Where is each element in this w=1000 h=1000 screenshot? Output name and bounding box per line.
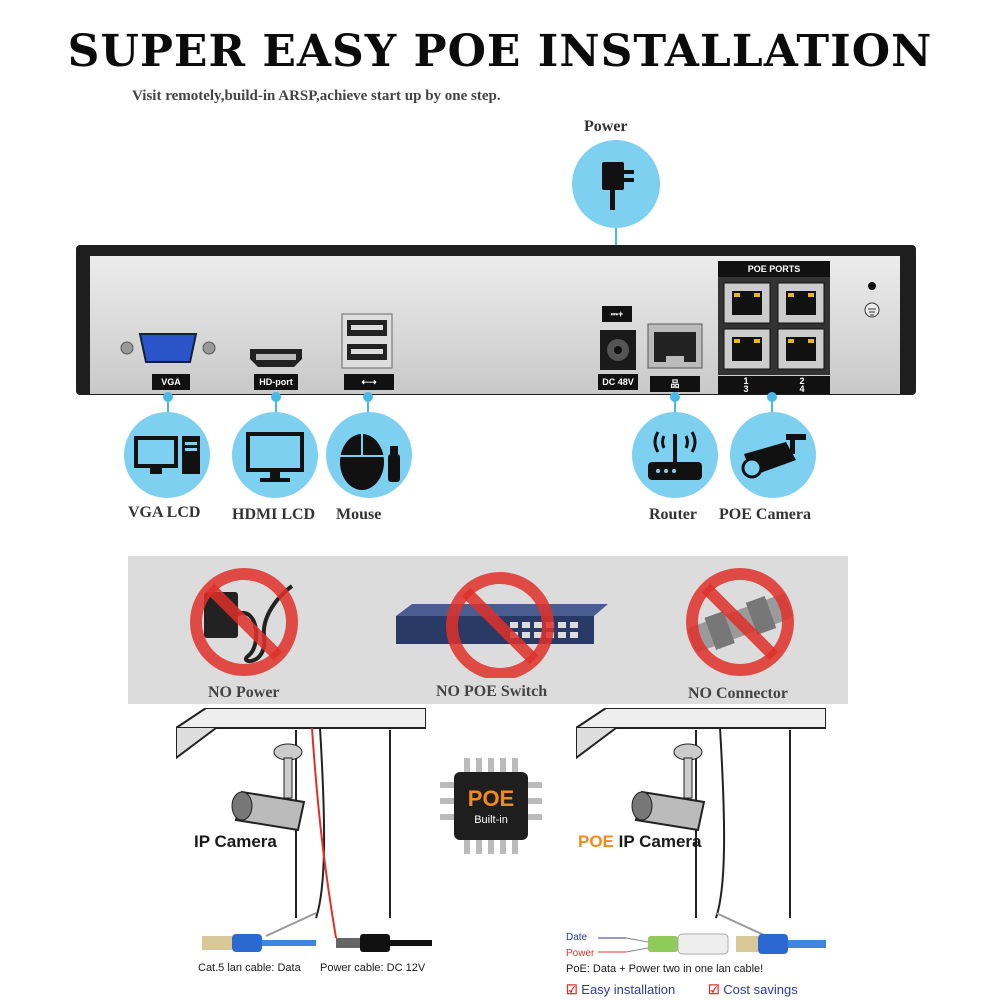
no-connector-icon (686, 568, 794, 676)
poe-port-2-label: 2 (774, 376, 830, 386)
poe-port-1-label: 1 (718, 376, 774, 386)
poe-prefix: POE (578, 832, 614, 851)
no-poe-switch-icon (396, 572, 608, 678)
chip-builtin-text: Built-in (474, 814, 508, 826)
poe-lan-cable-icon (598, 933, 826, 955)
network-symbol-icon: 品 (650, 376, 700, 392)
power-adapter-icon (572, 140, 660, 228)
hdmi-port-icon (250, 349, 302, 367)
ip-camera-label: IP Camera (194, 832, 277, 851)
mouse-label: Mouse (336, 506, 382, 523)
vga-port-label: VGA (152, 374, 190, 390)
page-subtitle: Visit remotely,build-in ARSP,achieve sta… (132, 88, 501, 104)
ground-screw-icon (864, 282, 880, 318)
hdmi-lcd-label: HDMI LCD (232, 506, 316, 523)
vga-lcd-label: VGA LCD (128, 504, 201, 521)
poe-ip-camera-text: IP Camera (613, 832, 702, 851)
poe-note: PoE: Data + Power two in one lan cable! (566, 963, 764, 975)
power-cable-label: Power cable: DC 12V (320, 962, 426, 974)
page-title: SUPER EASY POE INSTALLATION (67, 26, 933, 77)
ip-camera-installation-diagram (176, 708, 426, 938)
poe-camera-icon (730, 412, 816, 498)
vga-port-icon (120, 333, 216, 363)
poe-ip-camera-installation-diagram (576, 708, 826, 937)
no-connector-label: NO Connector (688, 685, 788, 702)
mouse-icon (326, 412, 412, 498)
poe-ports-icon (718, 277, 830, 375)
vga-monitor-icon (124, 412, 210, 498)
dc-port-label: DC 48V (598, 374, 638, 390)
router-icon (632, 412, 718, 498)
no-poe-switch-label: NO POE Switch (436, 683, 548, 700)
cost-savings-item: ☑ Cost savings (708, 982, 798, 998)
router-label: Router (649, 506, 697, 523)
no-power-adapter-icon (190, 568, 298, 676)
easy-installation-label: Easy installation (581, 982, 676, 997)
usb-symbol-icon: ⇠⇢ (344, 374, 394, 390)
hdmi-port-label: HD-port (254, 374, 298, 390)
checkmark-icon: ☑ (708, 982, 720, 997)
poe-chip-icon (440, 758, 542, 854)
power-line-label: Power (566, 948, 595, 959)
power-label: Power (584, 118, 628, 135)
easy-installation-item: ☑ Easy installation (566, 982, 675, 998)
dc-symbol-icon: ⎓+ (602, 306, 632, 322)
date-label: Date (566, 932, 588, 943)
poe-ports-header: POE PORTS (718, 261, 830, 277)
hdmi-monitor-icon (232, 412, 318, 498)
poe-ip-camera-label: POE IP Camera (578, 832, 701, 852)
poe-port-3-label: 3 (718, 385, 774, 394)
dc-jack-icon (600, 330, 636, 370)
usb-ports-icon (341, 313, 393, 369)
lan-cable-label: Cat.5 lan cable: Data (198, 962, 301, 974)
no-power-label: NO Power (208, 684, 280, 701)
chip-poe-text: POE (467, 786, 515, 811)
lan-cable-icon (202, 934, 316, 952)
poe-port-4-label: 4 (774, 385, 830, 394)
lan-port-icon (647, 323, 703, 369)
power-cable-icon (336, 934, 432, 952)
cost-savings-label: Cost savings (723, 982, 798, 997)
poe-camera-label: POE Camera (719, 506, 811, 523)
checkmark-icon: ☑ (566, 982, 578, 997)
